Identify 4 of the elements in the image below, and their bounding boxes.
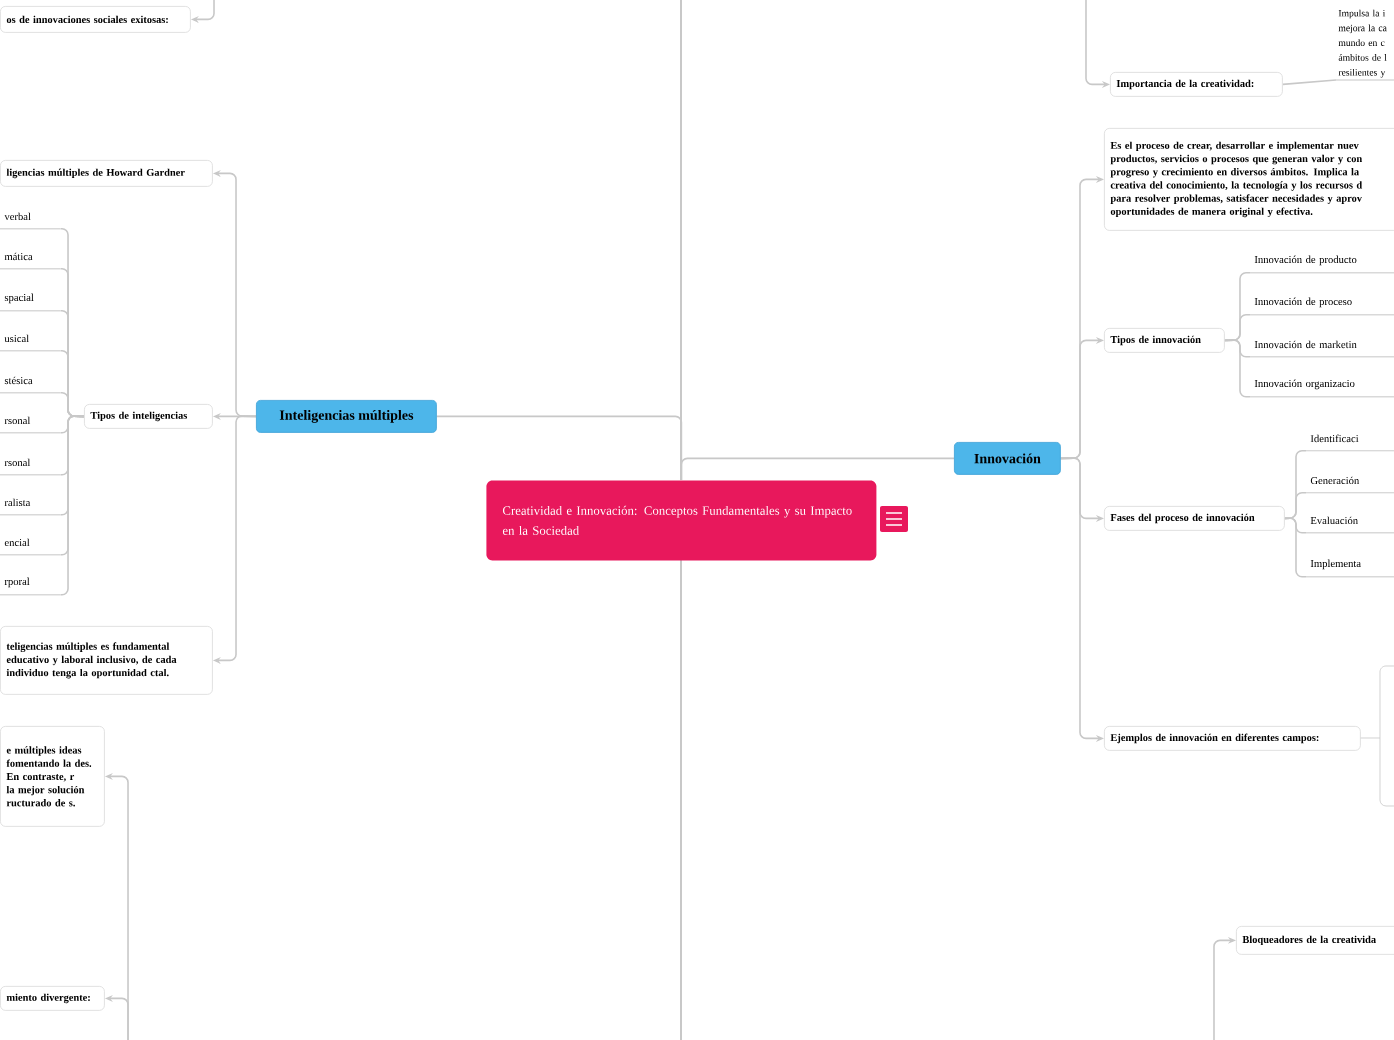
connector-line — [1284, 517, 1307, 578]
connector-line — [1224, 339, 1251, 398]
connector-line — [60, 415, 85, 596]
connector-line — [1282, 79, 1337, 86]
